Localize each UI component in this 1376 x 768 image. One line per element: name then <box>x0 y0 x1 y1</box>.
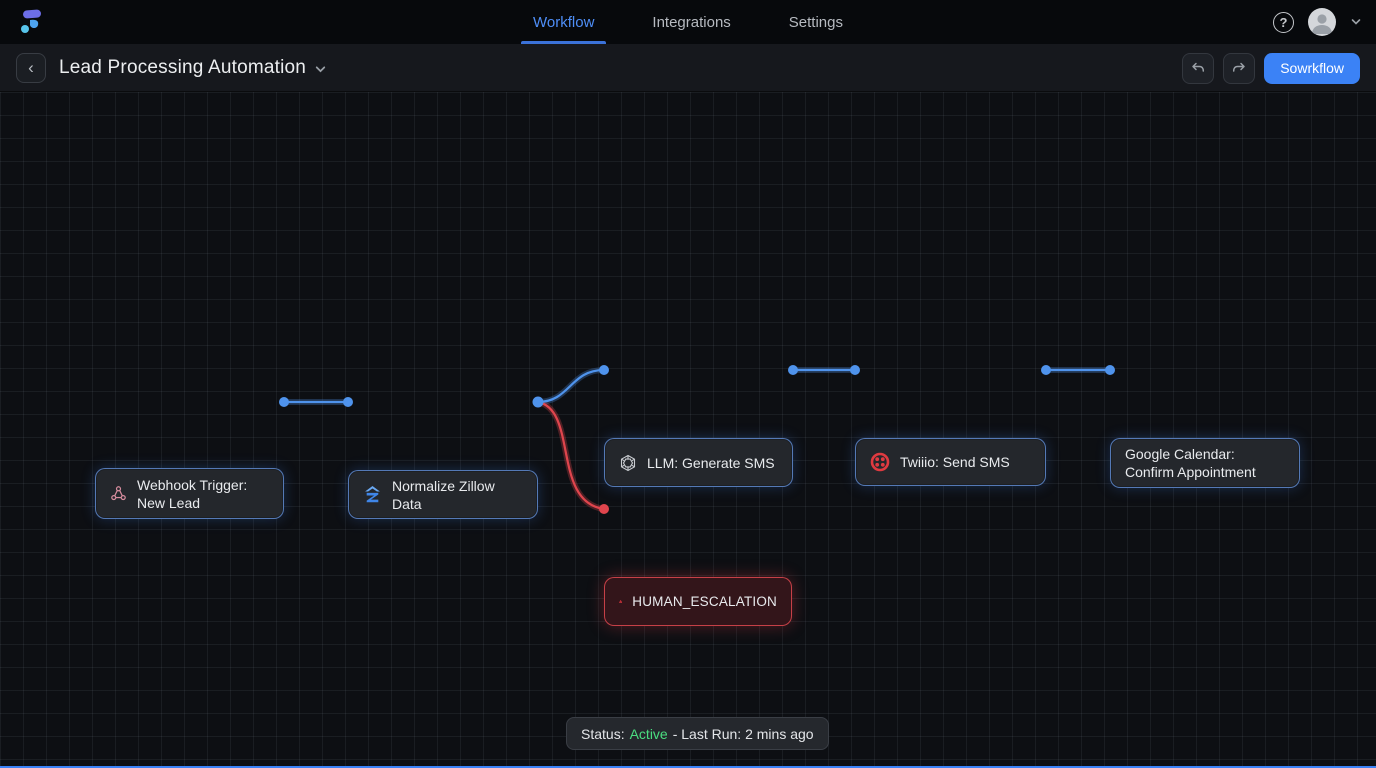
redo-button[interactable] <box>1223 52 1256 84</box>
sowrkflow-button[interactable]: Sowrkflow <box>1264 52 1360 84</box>
warning-icon <box>619 600 623 603</box>
status-bar: Status: Active - Last Run: 2 mins ago <box>566 717 829 750</box>
twilio-icon <box>870 452 890 472</box>
toolbar-actions: Sowrkflow <box>1182 44 1360 92</box>
chevron-down-icon[interactable] <box>1350 16 1362 28</box>
node-label: LLM: Generate SMS <box>647 454 775 471</box>
node-label: Webhook Trigger: New Lead <box>137 476 248 511</box>
avatar[interactable] <box>1308 8 1336 36</box>
brand-logo-icon[interactable] <box>16 7 46 37</box>
undo-button[interactable] <box>1182 52 1215 84</box>
main-nav: Workflow Integrations Settings <box>0 0 1376 44</box>
webhook-icon <box>111 486 126 501</box>
redo-icon <box>1233 62 1245 72</box>
top-nav: Workflow Integrations Settings ? <box>0 0 1376 44</box>
back-button[interactable]: ‹ <box>16 52 46 83</box>
nav-right: ? <box>1273 0 1362 44</box>
help-icon[interactable]: ? <box>1273 11 1294 33</box>
tab-settings[interactable]: Settings <box>788 13 843 31</box>
edge-normalize-escalation[interactable] <box>537 400 605 511</box>
node-llm-generate-sms[interactable]: LLM: Generate SMS <box>604 438 793 487</box>
node-google-calendar[interactable]: Google Calendar: Confirm Appointment <box>1110 438 1300 488</box>
openai-icon <box>620 454 636 471</box>
zillow-icon <box>365 486 380 503</box>
port-llm-in[interactable] <box>599 365 609 375</box>
node-label: Google Calendar: Confirm Appointment <box>1125 446 1256 480</box>
port-twilio-in[interactable] <box>850 365 860 375</box>
edge-normalize-llm[interactable] <box>537 368 605 404</box>
port-escalation-in[interactable] <box>599 504 609 514</box>
title-chevron-down-icon[interactable] <box>314 63 327 76</box>
node-label: HUMAN_ESCALATION <box>632 593 777 609</box>
workflow-title: Lead Processing Automation <box>59 56 307 78</box>
status-state: Active <box>629 725 668 742</box>
workflow-toolbar: ‹ Lead Processing Automation Sowrkflow <box>0 44 1376 92</box>
tab-workflow[interactable]: Workflow <box>520 0 607 44</box>
undo-icon <box>1192 62 1205 72</box>
tab-integrations[interactable]: Integrations <box>652 13 731 31</box>
node-label: Normalize Zillow Data <box>392 477 495 512</box>
node-normalize-zillow[interactable]: Normalize Zillow Data <box>348 470 538 519</box>
status-prefix: Status: <box>581 725 625 742</box>
workflow-canvas[interactable]: Webhook Trigger: New Lead Normalize Zill… <box>0 92 1376 768</box>
port-gcal-in[interactable] <box>1105 365 1115 375</box>
port-webhook-out[interactable] <box>279 397 289 407</box>
status-last-run: - Last Run: 2 mins ago <box>672 725 814 742</box>
edge-layer <box>279 365 1115 514</box>
node-twilio-send-sms[interactable]: Twiiio: Send SMS <box>855 438 1046 486</box>
port-normalize-in[interactable] <box>343 397 353 407</box>
node-human-escalation[interactable]: HUMAN_ESCALATION <box>604 577 792 626</box>
node-webhook-trigger[interactable]: Webhook Trigger: New Lead <box>95 468 284 519</box>
port-llm-out[interactable] <box>788 365 798 375</box>
node-label: Twiiio: Send SMS <box>900 454 1010 470</box>
port-normalize-out[interactable] <box>532 396 544 408</box>
port-twilio-out[interactable] <box>1041 365 1051 375</box>
bottom-accent-bar <box>0 766 1376 768</box>
